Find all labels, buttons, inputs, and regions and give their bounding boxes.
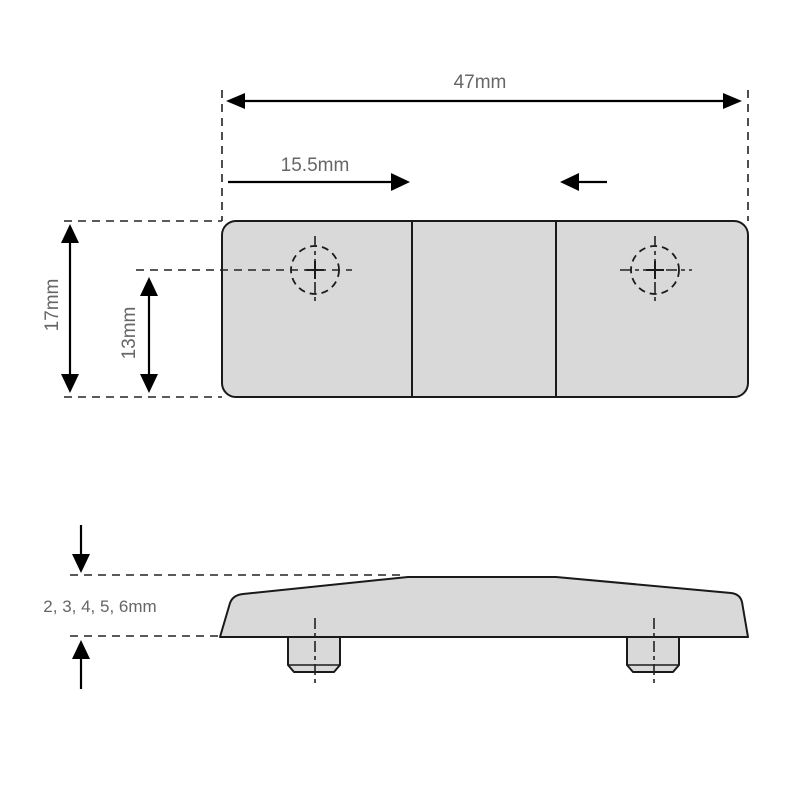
arrowhead-thickness-up bbox=[72, 640, 90, 659]
dimension-label-17mm: 17mm bbox=[42, 279, 63, 332]
extension-lines-top-view bbox=[64, 90, 749, 398]
dimension-overall-width: 17mm bbox=[42, 224, 79, 393]
mounting-hole-right bbox=[620, 236, 692, 304]
top-view-outline bbox=[221, 220, 749, 398]
arrowhead-47mm-left bbox=[226, 93, 245, 109]
dimension-hole-offset: 15.5mm bbox=[228, 155, 607, 191]
arrowhead-13mm-bottom bbox=[140, 374, 158, 393]
dimension-label-15-5mm: 15.5mm bbox=[281, 155, 350, 176]
peg-body-left bbox=[287, 636, 341, 673]
arrowhead-17mm-bottom bbox=[61, 374, 79, 393]
arrowhead-thickness-down bbox=[72, 554, 90, 573]
side-view bbox=[219, 576, 749, 685]
arrowhead-15-5mm-right bbox=[391, 173, 410, 191]
arrowhead-47mm-right bbox=[723, 93, 742, 109]
dimension-thickness: 2, 3, 4, 5, 6mm bbox=[43, 525, 400, 689]
arrowhead-13mm-top bbox=[140, 277, 158, 296]
peg-body-right bbox=[626, 636, 680, 673]
dimension-label-thickness: 2, 3, 4, 5, 6mm bbox=[43, 597, 156, 616]
side-view-profile bbox=[219, 576, 749, 638]
dimension-label-13mm: 13mm bbox=[119, 307, 140, 360]
mounting-peg-left bbox=[287, 618, 341, 685]
dimension-label-47mm: 47mm bbox=[454, 72, 507, 93]
dimension-hole-height: 13mm bbox=[119, 277, 158, 393]
dimension-overall-length: 47mm bbox=[226, 72, 742, 109]
arrowhead-17mm-top bbox=[61, 224, 79, 243]
top-view bbox=[221, 220, 749, 398]
mounting-peg-right bbox=[626, 618, 680, 685]
arrowhead-15-5mm-left bbox=[560, 173, 579, 191]
